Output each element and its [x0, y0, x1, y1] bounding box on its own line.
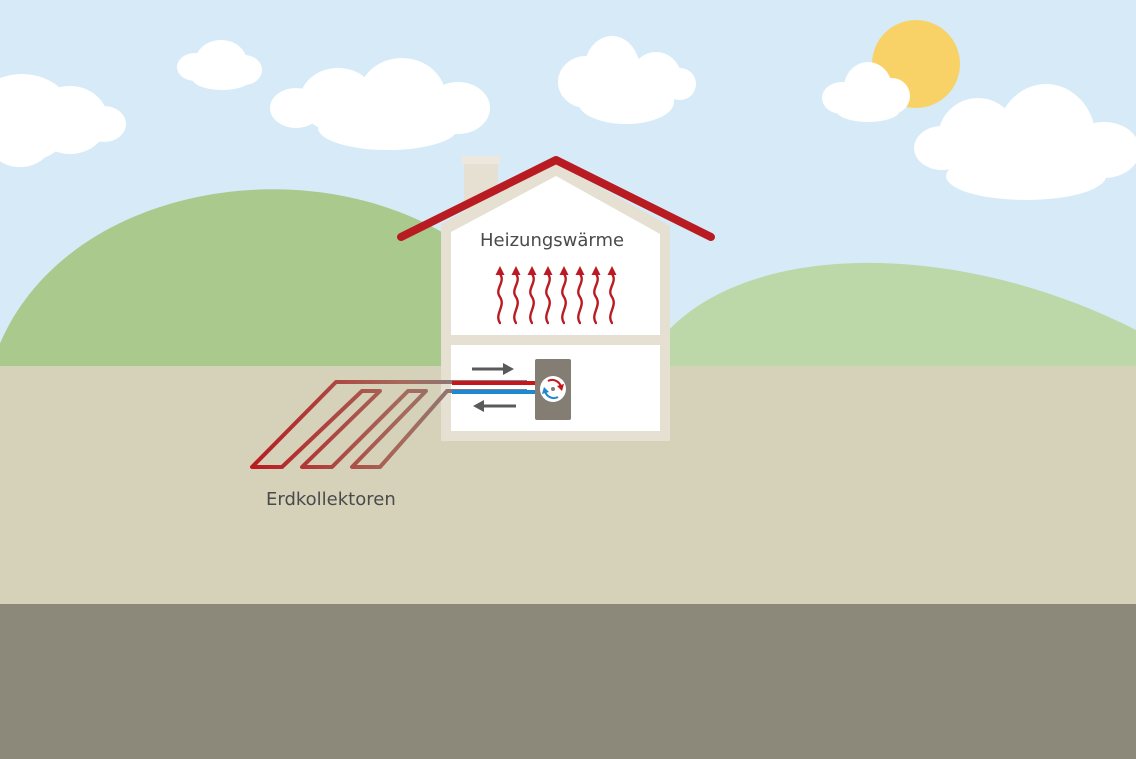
- heat-arrow-head: [607, 266, 617, 275]
- heat-arrow-head: [511, 266, 521, 275]
- chimney-top: [462, 156, 500, 164]
- cloud-icon: [0, 74, 126, 167]
- heat-arrow-head: [559, 266, 569, 275]
- cloud-icon: [822, 62, 910, 122]
- cloud-icon: [558, 36, 696, 124]
- cloud-icon: [270, 58, 490, 150]
- heat-arrow-head: [591, 266, 601, 275]
- heat-arrow: [497, 272, 503, 325]
- ground-collectors-label: Erdkollektoren: [266, 489, 396, 510]
- heat-arrow-head: [543, 266, 553, 275]
- house-upper-room: [451, 176, 660, 335]
- heating-heat-label: Heizungswärme: [480, 230, 625, 251]
- ground-collector-pipes: [250, 380, 527, 469]
- heat-arrow: [609, 272, 615, 325]
- heat-arrow: [561, 272, 567, 325]
- heat-arrow: [529, 272, 535, 325]
- arrow-right-icon: [472, 363, 514, 375]
- heat-arrow: [513, 272, 519, 325]
- heat-arrow-head: [575, 266, 585, 275]
- cloud-icon: [914, 84, 1136, 200]
- heat-arrow: [593, 272, 599, 325]
- heat-pump-icon: [535, 359, 571, 420]
- heat-arrow-head: [495, 266, 505, 275]
- bedrock-layer: [0, 604, 1136, 759]
- heat-arrows: [495, 266, 617, 325]
- hill-left: [0, 189, 470, 372]
- heat-arrow: [545, 272, 551, 325]
- hill-right: [640, 262, 1136, 372]
- heat-arrow-head: [527, 266, 537, 275]
- roof: [397, 156, 715, 241]
- cloud-icon: [177, 40, 262, 90]
- heat-arrow: [577, 272, 583, 325]
- arrow-left-icon: [473, 400, 516, 412]
